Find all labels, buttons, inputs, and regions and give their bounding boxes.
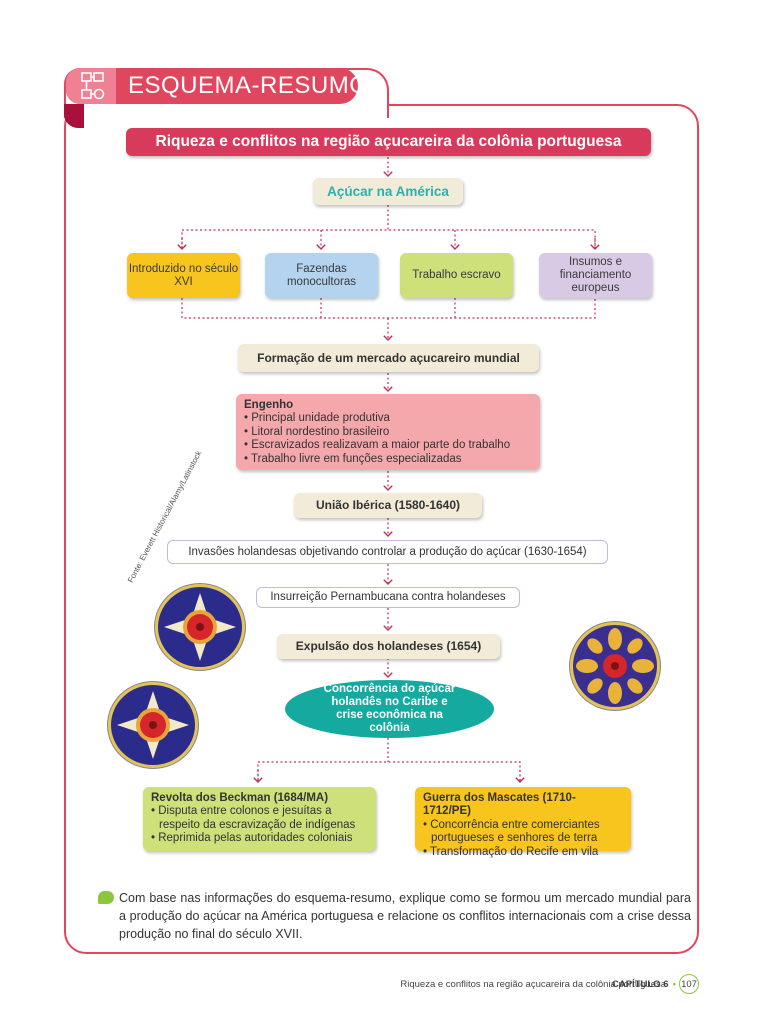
header-title: ESQUEMA-RESUMO <box>128 72 369 99</box>
azulejo-tile-image <box>570 622 660 710</box>
page-number: 107 <box>679 974 699 994</box>
activity-icon <box>98 891 114 904</box>
beckman-item: • Reprimida pelas autoridades coloniais <box>151 832 353 845</box>
factor-slave-labor: Trabalho escravo <box>400 253 513 298</box>
factor-european-funding: Insumos e financiamento europeus <box>539 253 652 298</box>
flowchart-icon <box>66 68 116 104</box>
footer-running-title: Riqueza e conflitos na região açucareira… <box>400 979 680 990</box>
engenho-box: Engenho • Principal unidade produtiva • … <box>236 394 540 470</box>
main-title: Riqueza e conflitos na região açucareira… <box>126 128 651 156</box>
engenho-item: • Litoral nordestino brasileiro <box>244 425 390 438</box>
engenho-item: • Principal unidade produtiva <box>244 412 390 425</box>
factor-plantations: Fazendas monocultoras <box>265 253 378 298</box>
dutch-expulsion-box: Expulsão dos holandeses (1654) <box>277 634 500 659</box>
engenho-item: • Escravizados realizavam a maior parte … <box>244 439 511 452</box>
engenho-item: • Trabalho livre em funções especializad… <box>244 452 462 465</box>
activity-question: Com base nas informações do esquema-resu… <box>119 891 691 941</box>
dutch-invasions-box: Invasões holandesas objetivando controla… <box>167 540 608 564</box>
footer-separator-icon: • <box>672 979 676 990</box>
world-market-box: Formação de um mercado açucareiro mundia… <box>238 344 539 372</box>
azulejo-tile-image <box>108 682 198 768</box>
pernambuco-insurrection-box: Insurreição Pernambucana contra holandes… <box>256 587 520 608</box>
mascates-item: • Concorrência entre comerciantes portug… <box>423 818 600 845</box>
mascates-title: Guerra dos Mascates (1710-1712/PE) <box>423 792 576 818</box>
footer-title-text: Riqueza e conflitos na região açucareira… <box>400 979 667 990</box>
mascates-item: • Transformação do Recife em vila <box>423 845 599 858</box>
engenho-title: Engenho <box>244 399 294 411</box>
dutch-competition-ellipse: Concorrência do açúcar holandês no Carib… <box>285 680 494 738</box>
beckman-title: Revolta dos Beckman (1684/MA) <box>151 792 329 804</box>
header-tab-flap <box>64 104 84 128</box>
beckman-item: • Disputa entre colonos e jesuítas a res… <box>151 805 356 831</box>
azulejo-tile-image <box>155 584 245 670</box>
iberian-union-box: União Ibérica (1580-1640) <box>294 493 482 518</box>
mascates-war-box: Guerra dos Mascates (1710-1712/PE) • Con… <box>415 787 631 858</box>
factor-introduced: Introduzido no século XVI <box>127 253 240 298</box>
footer-chapter: CAPÍTULO 6 <box>612 979 669 990</box>
beckman-revolt-box: Revolta dos Beckman (1684/MA) • Disputa … <box>143 787 376 851</box>
sugar-america-box: Açúcar na América <box>313 178 463 205</box>
